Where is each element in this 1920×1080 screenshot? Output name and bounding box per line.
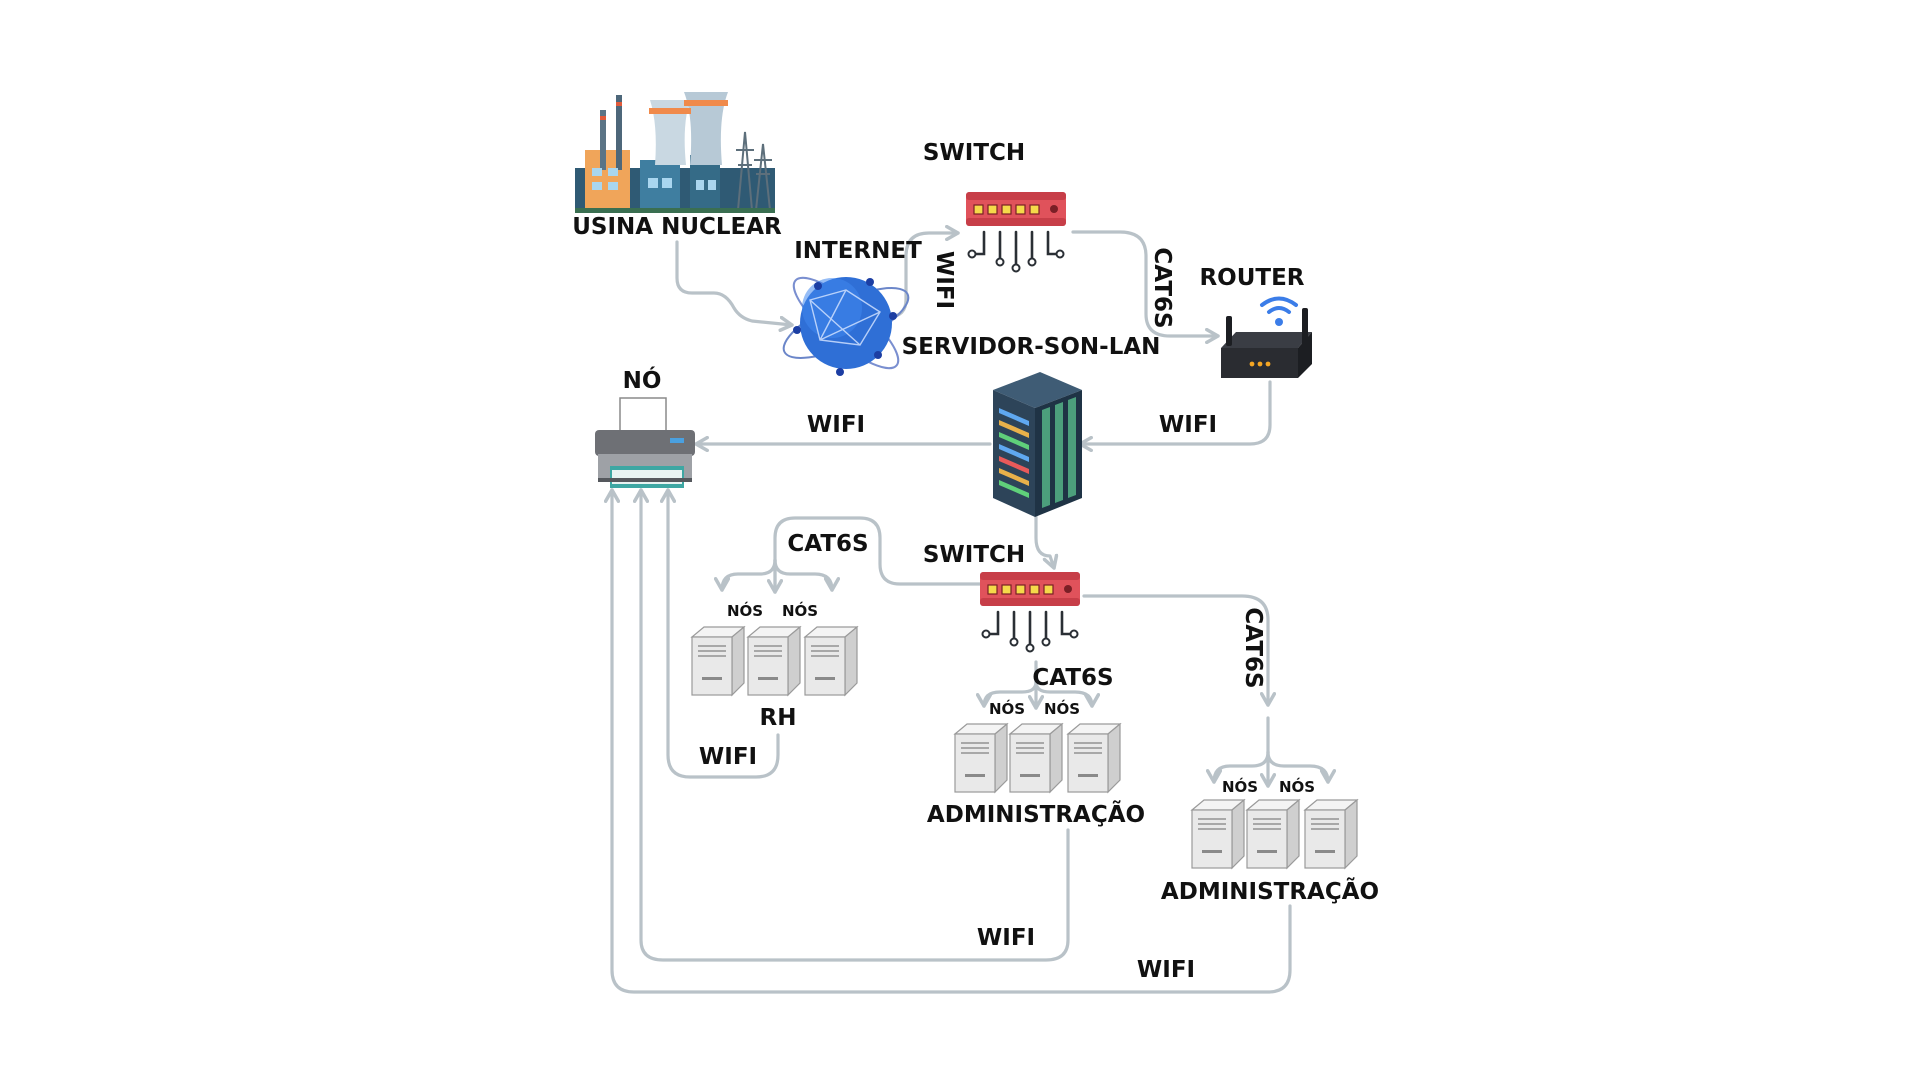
label-wifi-rh: WIFI [699, 744, 757, 770]
globe-icon [782, 276, 910, 376]
label-nos-rh-2: NÓS [782, 601, 818, 620]
label-administracao-2: ADMINISTRAÇÃO [1161, 877, 1379, 905]
desktop-tower-icon [747, 626, 801, 696]
desktop-tower-icon [1067, 723, 1121, 793]
label-nos-admin-2: NÓS [1044, 699, 1080, 718]
labels: USINA NUCLEAR INTERNET SWITCH WIFI CAT6S… [572, 140, 1379, 983]
nuclear-power-plant-icon [575, 92, 775, 213]
label-servidor-son-lan: SERVIDOR-SON-LAN [902, 334, 1161, 360]
desktop-tower-icon [1009, 723, 1063, 793]
label-internet: INTERNET [794, 238, 922, 264]
label-cat6s-rh: CAT6S [787, 531, 868, 557]
label-switch-bottom: SWITCH [923, 542, 1025, 568]
desktop-tower-icon [1304, 799, 1358, 869]
label-nos-admin-1: NÓS [989, 699, 1025, 718]
server-rack-icon [993, 372, 1082, 517]
connectors [612, 232, 1328, 994]
admin2-computers [1191, 799, 1358, 869]
label-wifi-internet-switch: WIFI [931, 251, 957, 309]
label-wifi-admin2: WIFI [1137, 957, 1195, 983]
switch-bottom-icon [978, 570, 1082, 653]
label-router: ROUTER [1199, 265, 1304, 291]
label-cat6s-right: CAT6S [1240, 607, 1266, 688]
switch-top-icon [964, 190, 1068, 273]
desktop-tower-icon [691, 626, 745, 696]
desktop-tower-icon [804, 626, 858, 696]
label-no-printer: NÓ [623, 366, 662, 394]
printer-icon [595, 397, 695, 488]
label-nos-rh-1: NÓS [727, 601, 763, 620]
label-administracao-1: ADMINISTRAÇÃO [927, 800, 1145, 828]
label-usina-nuclear: USINA NUCLEAR [572, 214, 782, 240]
label-nos-admin2-1: NÓS [1222, 777, 1258, 796]
label-cat6s-admin: CAT6S [1032, 665, 1113, 691]
desktop-tower-icon [1191, 799, 1245, 869]
rh-computers [691, 626, 858, 696]
desktop-tower-icon [1246, 799, 1300, 869]
desktop-tower-icon [954, 723, 1008, 793]
label-switch-top: SWITCH [923, 140, 1025, 166]
label-cat6s-switch-router: CAT6S [1149, 247, 1175, 328]
label-rh: RH [760, 705, 797, 731]
admin1-computers [954, 723, 1121, 793]
label-wifi-server-printer: WIFI [807, 412, 865, 438]
label-wifi-admin1: WIFI [977, 925, 1035, 951]
label-nos-admin2-2: NÓS [1279, 777, 1315, 796]
wifi-router-icon [1221, 296, 1312, 378]
label-wifi-router-server: WIFI [1159, 412, 1217, 438]
